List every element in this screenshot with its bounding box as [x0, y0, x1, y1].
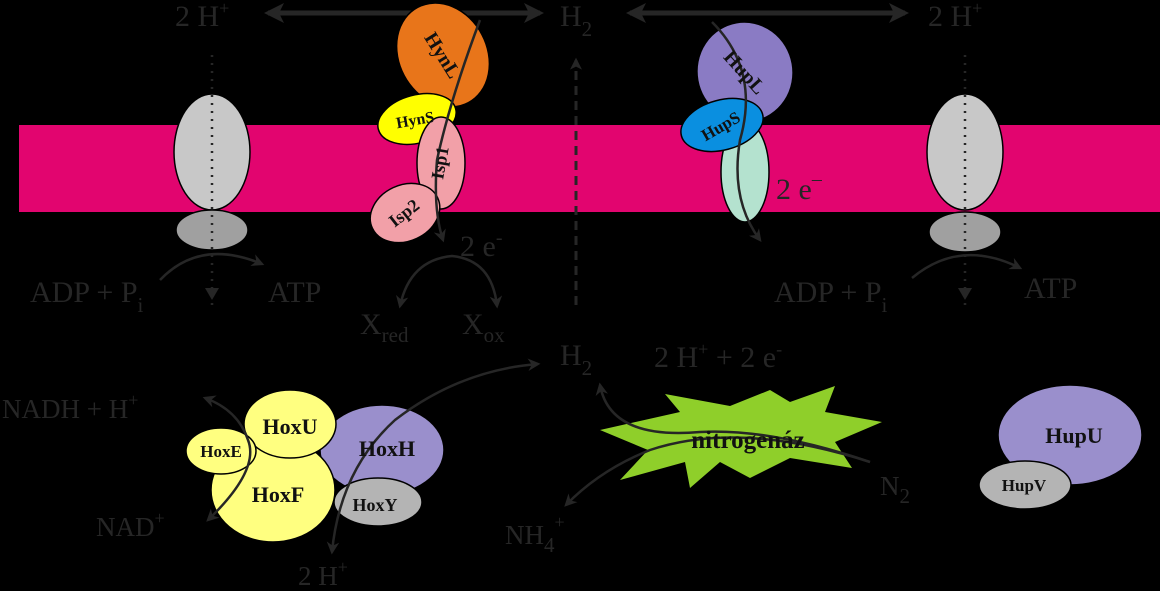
label-hoxH: HoxH: [359, 436, 415, 461]
nadh-arrow: [202, 395, 252, 522]
hyn-complex: [369, 2, 491, 244]
label-2e-mid: 2 e-: [460, 227, 503, 263]
label-nitrogenase: nitrogenáz: [691, 427, 804, 454]
label-h2-mid: H2: [560, 339, 592, 380]
label-adp-right: ADP + Pi: [774, 276, 888, 317]
label-hoxE: HoxE: [200, 442, 242, 461]
h2-hox-arrow: [326, 358, 541, 555]
label-2e-right: 2 e–: [776, 168, 823, 206]
label-nh4: NH4+: [505, 512, 565, 557]
isp2-subunit: [369, 182, 441, 244]
label-hupV: HupV: [1002, 476, 1047, 495]
label-hupU: HupU: [1045, 423, 1103, 448]
x-redox-arrow: [396, 254, 503, 309]
label-adp-left: ADP + Pi: [30, 276, 144, 317]
hupV-subunit: [978, 460, 1072, 510]
label-hynS: HynS: [395, 109, 436, 132]
isp1-subunit: [416, 116, 466, 210]
label-hoxY: HoxY: [353, 495, 398, 515]
label-n2: N2: [880, 471, 910, 508]
label-xred: Xred: [360, 308, 409, 347]
hynL-subunit: [395, 2, 491, 108]
nitrogenase-nh4-arrow: [564, 436, 871, 507]
label-hoxF: HoxF: [252, 482, 305, 507]
hupS-subunit: [680, 97, 764, 153]
label-nadh: NADH + H+: [2, 390, 138, 424]
label-h2-top: H2: [560, 0, 592, 41]
label-xox: Xox: [462, 308, 505, 347]
label-atp-left: ATP: [268, 276, 321, 309]
nitrogenase-h2-arrow: [595, 382, 871, 464]
label-2h-2e-mid: 2 H+ + 2 e-: [654, 339, 782, 374]
label-hoxU: HoxU: [263, 414, 318, 439]
label-2h-left-top: 2 H+: [175, 0, 229, 33]
label-atp-right: ATP: [1024, 272, 1077, 305]
atpase-right: [911, 55, 1023, 308]
hup-complex: [680, 21, 794, 243]
label-2h-bottom: 2 H+: [298, 557, 348, 591]
label-nad: NAD+: [96, 508, 165, 542]
atpase-left: [159, 55, 265, 308]
label-2h-right-top: 2 H+: [928, 0, 982, 33]
